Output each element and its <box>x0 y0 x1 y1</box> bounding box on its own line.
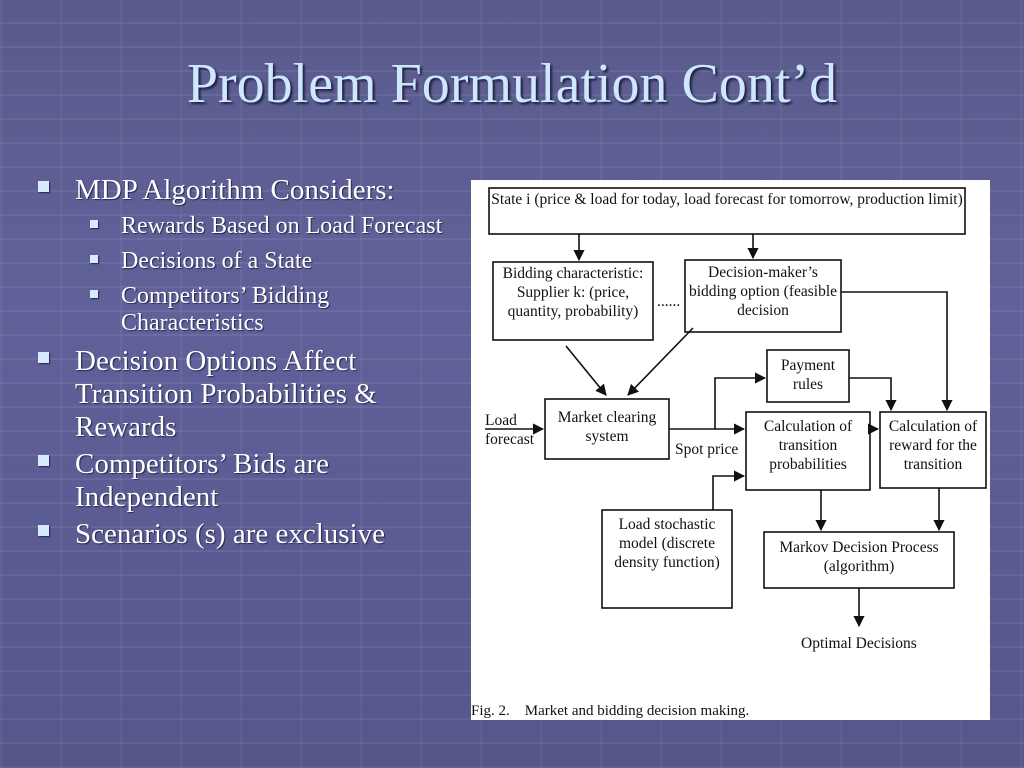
payment-rules-text: Payment rules <box>780 357 836 393</box>
spot-price-text: Spot price <box>675 441 739 458</box>
decision-option-text: Decision-maker’s bidding option (feasibl… <box>688 264 838 319</box>
bullet-text: MDP Algorithm Considers: <box>75 174 395 206</box>
calc-transition-text: Calculation of transition probabilities <box>763 418 853 473</box>
square-bullet-icon <box>90 255 98 263</box>
sub-bullet-item: Decisions of a State <box>75 248 458 275</box>
bullet-item: Decision Options Affect Transition Proba… <box>38 345 458 444</box>
spot-price-to-payment-arrow <box>714 372 767 429</box>
bullet-text: Competitors’ Bids are Independent <box>75 448 329 513</box>
bullet-item: Competitors’ Bids are Independent <box>38 448 458 514</box>
sub-bullet-list: Rewards Based on Load Forecast Decisions… <box>75 213 458 337</box>
decision-to-market-arrow <box>627 327 694 396</box>
bullet-list: MDP Algorithm Considers: Rewards Based o… <box>38 174 458 555</box>
sub-bullet-text: Rewards Based on Load Forecast <box>121 213 443 239</box>
payment-to-reward-arrow <box>849 377 897 412</box>
bidding-characteristic-text: Bidding characteristic: Supplier k: (pri… <box>502 265 644 320</box>
bullet-item: MDP Algorithm Considers: Rewards Based o… <box>38 174 458 337</box>
square-bullet-icon <box>38 181 49 192</box>
bidding-to-market-arrow <box>565 345 607 396</box>
load-model-to-transition-arrow <box>712 470 746 510</box>
sub-bullet-text: Decisions of a State <box>121 248 313 274</box>
bullet-item: Scenarios (s) are exclusive <box>38 518 458 551</box>
calc-reward-box <box>879 411 987 489</box>
square-bullet-icon <box>38 455 49 466</box>
load-model-box <box>601 509 733 609</box>
bullet-text: Scenarios (s) are exclusive <box>75 518 386 550</box>
bidding-characteristic-box <box>492 261 654 341</box>
flowchart-figure: State i (price & load for today, load fo… <box>471 180 990 720</box>
sub-bullet-item: Rewards Based on Load Forecast <box>75 213 458 240</box>
state-box <box>488 187 966 235</box>
square-bullet-icon <box>90 290 98 298</box>
sub-bullet-item: Competitors’ Bidding Characteristics <box>75 283 458 337</box>
flowchart-lines <box>485 187 987 628</box>
square-bullet-icon <box>38 352 49 363</box>
decision-to-reward-arrow <box>841 291 953 412</box>
calc-reward-text: Calculation of reward for the transition <box>888 418 978 473</box>
market-clearing-text: Market clearing system <box>557 409 657 445</box>
load-model-text: Load stochastic model (discrete density … <box>614 516 720 571</box>
slide-title: Problem Formulation Cont’d <box>186 53 838 115</box>
figure-caption: Fig. 2. Market and bidding decision maki… <box>471 703 750 719</box>
bullet-text: Decision Options Affect Transition Proba… <box>75 345 377 443</box>
decision-option-box <box>684 259 842 333</box>
sub-bullet-text: Competitors’ Bidding Characteristics <box>121 283 330 336</box>
ellipsis-text: ...... <box>657 293 681 310</box>
square-bullet-icon <box>90 220 98 228</box>
state-text: State i (price & load for today, load fo… <box>491 191 963 208</box>
payment-rules-box <box>766 349 850 403</box>
calc-transition-box <box>745 411 871 491</box>
square-bullet-icon <box>38 525 49 536</box>
optimal-decisions-text: Optimal Decisions <box>801 635 917 652</box>
load-forecast-text: Load forecast <box>485 412 535 448</box>
mdp-text: Markov Decision Process (algorithm) <box>779 539 939 575</box>
